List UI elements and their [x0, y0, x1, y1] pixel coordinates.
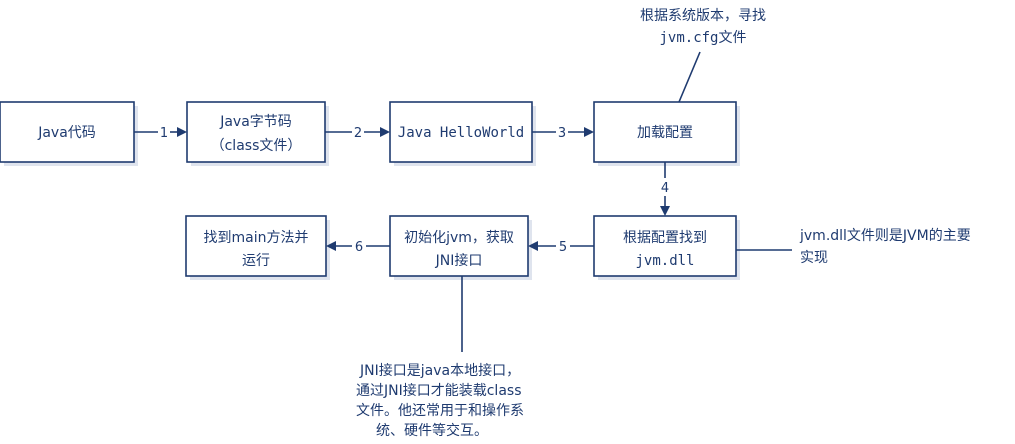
edge-3: 3: [532, 126, 594, 141]
note-bottom-line3: 文件。他还常用于和操作系: [356, 403, 524, 419]
note-right: jvm.dll文件则是JVM的主要 实现: [799, 228, 971, 266]
edge-6-label: 6: [355, 240, 363, 255]
callout-line-top: [678, 51, 701, 103]
node-load-config-label: 加载配置: [637, 125, 693, 141]
node-find-jvm-label-line1: 根据配置找到: [623, 230, 707, 246]
note-bottom: JNI接口是java本地接口， 通过JNI接口才能装载class 文件。他还常用…: [356, 362, 524, 439]
note-bottom-line1: JNI接口是java本地接口，: [359, 362, 520, 379]
node-find-main: 找到main方法并 运行: [185, 215, 330, 280]
node-find-main-label-line1: 找到main方法并: [204, 230, 309, 246]
node-init-jvm-label-line1: 初始化jvm，获取: [404, 229, 514, 246]
note-right-line1: jvm.dll文件则是JVM的主要: [799, 228, 971, 244]
node-java-code: Java代码: [0, 101, 138, 166]
node-bytecode: Java字节码 （class文件）: [186, 101, 329, 166]
node-java-code-label: Java代码: [37, 125, 96, 141]
node-find-jvm: 根据配置找到 jvm.dll: [593, 215, 740, 280]
node-init-jvm: 初始化jvm，获取 JNI接口: [389, 215, 532, 280]
note-bottom-line2: 通过JNI接口才能装载class: [356, 382, 521, 399]
edge-2: 2: [325, 126, 390, 141]
edge-4: 4: [660, 162, 670, 216]
note-top: 根据系统版本，寻找 jvm.cfg文件: [640, 8, 766, 46]
note-bottom-line4: 统、硬件等交互。: [376, 422, 488, 439]
note-right-line2: 实现: [800, 250, 828, 266]
node-load-config: 加载配置: [593, 101, 740, 166]
edge-6: 6: [326, 240, 390, 255]
edge-5: 5: [528, 240, 594, 255]
node-bytecode-label-line1: Java字节码: [219, 114, 292, 130]
edge-1: 1: [134, 126, 187, 141]
node-hello-world: Java HelloWorld: [389, 101, 536, 166]
node-find-jvm-label-line2: jvm.dll: [635, 253, 694, 269]
edge-5-label: 5: [559, 240, 567, 255]
note-top-line1: 根据系统版本，寻找: [640, 8, 766, 24]
node-bytecode-label-line2: （class文件）: [211, 138, 302, 154]
edge-4-label: 4: [661, 181, 669, 196]
edge-1-label: 1: [160, 126, 168, 141]
node-find-main-label-line2: 运行: [242, 253, 270, 269]
edge-3-label: 3: [558, 126, 566, 141]
note-top-line2: jvm.cfg文件: [659, 30, 746, 46]
node-hello-world-label: Java HelloWorld: [398, 125, 524, 141]
node-init-jvm-label-line2: JNI接口: [435, 252, 483, 269]
edge-2-label: 2: [354, 126, 362, 141]
